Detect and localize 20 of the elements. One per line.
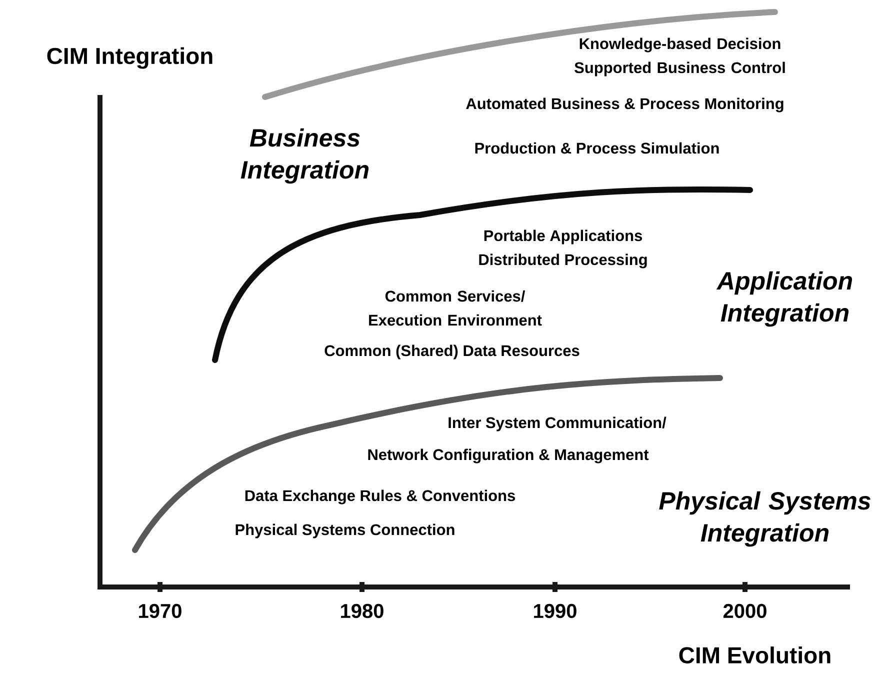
axis-title: CIM Evolution	[679, 646, 830, 664]
annotation-text: Distributed Processing	[479, 254, 647, 268]
annotation-text: Knowledge-based Decision Supported Business Control	[574, 38, 785, 76]
annotation-text: Common (Shared) Data Resources	[324, 344, 580, 360]
tick-label: 1990	[534, 604, 576, 618]
annotation-text: Common Services/ Execution Environment	[369, 290, 542, 326]
tick-label: 2000	[723, 604, 766, 618]
band-label: Application Integration	[716, 271, 852, 327]
tick-label: 1980	[341, 604, 384, 618]
axis-title: CIM Integration	[47, 47, 212, 69]
band-label: Physical Systems Integration	[659, 491, 870, 547]
annotation-text: Inter System Communication/	[448, 416, 666, 432]
annotation-text: Network Configuration & Management	[368, 448, 649, 464]
band-label: Business Integration	[240, 128, 369, 184]
tick-label: 1970	[139, 604, 182, 618]
annotation-text: Data Exchange Rules & Conventions	[245, 490, 515, 504]
annotation-text: Portable Applications	[484, 230, 642, 244]
annotation-text: Production & Process Simulation	[475, 142, 719, 154]
annotation-text: Automated Business & Process Monitoring	[466, 98, 784, 112]
annotation-text: Physical Systems Connection	[236, 524, 454, 538]
